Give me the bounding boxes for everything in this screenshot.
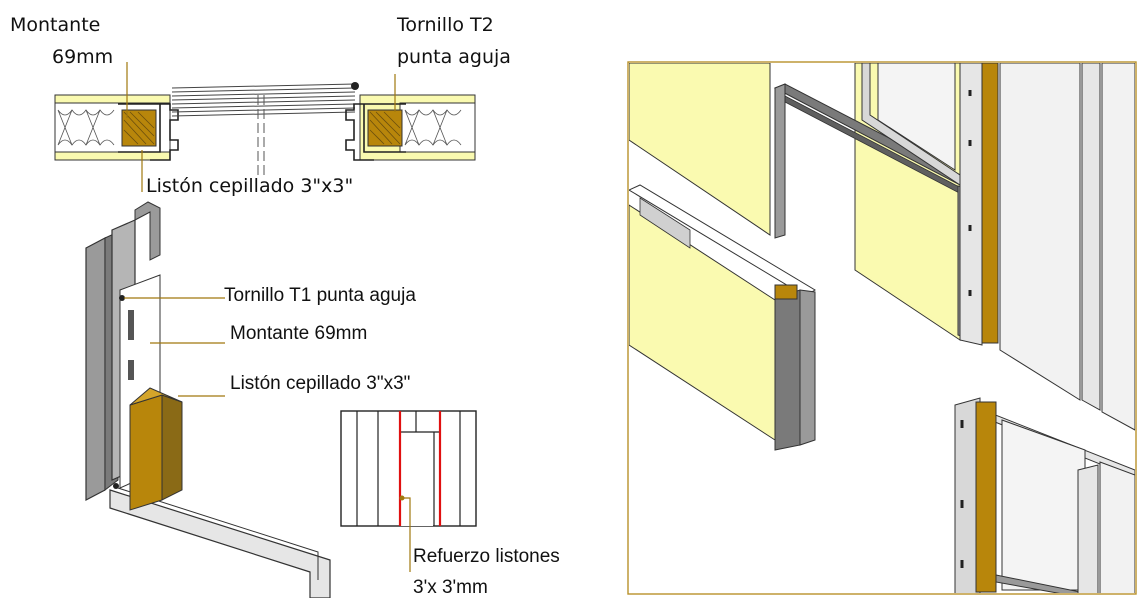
left-insulation-pattern: [57, 109, 115, 146]
wood-block-side: [161, 394, 183, 501]
bottom-track: [109, 489, 331, 598]
right-panel-1: [999, 63, 1081, 401]
screw-t1: [119, 295, 125, 301]
screw-bottom: [113, 483, 119, 489]
corner-glass-pane: [1001, 419, 1086, 591]
door-leaf-break-lines: [257, 95, 265, 175]
iso-stud-detail: [85, 201, 331, 598]
corner-steel-stud: [954, 397, 981, 593]
label-liston-top: Listón cepillado 3"x3": [146, 175, 353, 197]
label-refuerzo-line2: 3'x 3'mm: [413, 577, 488, 598]
glass-door-pane: [877, 63, 956, 171]
right-panel-2: [1101, 63, 1135, 431]
leader-refuerzo: [402, 497, 411, 572]
right-insulation-pattern: [404, 109, 462, 146]
label-refuerzo-line1: Refuerzo listones: [413, 546, 560, 567]
plan-section-drawing: [54, 62, 476, 192]
elevation-opening-blank: [401, 433, 433, 526]
stud-slot-2: [128, 360, 134, 380]
wood-block-front: [129, 394, 163, 511]
label-montante-line1: Montante: [10, 14, 100, 36]
glass-door-frame: [861, 63, 961, 186]
outer-steel-stud: [85, 237, 106, 501]
label-tornillo-t1: Tornillo T1 punta aguja: [224, 285, 416, 306]
lower-stud-edge: [774, 289, 801, 451]
right-wall-insulation: [399, 102, 476, 153]
door-hinge-dot: [351, 82, 359, 90]
lower-left-stud: [639, 197, 691, 249]
corner-right-panel: [1099, 461, 1135, 593]
upper-gypsum-wall: [629, 63, 771, 236]
corner-right-post: [1077, 464, 1099, 593]
bottom-track-lip: [117, 487, 319, 580]
corner-wood-block: [975, 401, 997, 593]
lower-left-panel-top: [629, 184, 816, 297]
right-stud-wood-grain: [369, 111, 401, 145]
wood-block-top: [129, 387, 183, 406]
reinforcement-elevation: [340, 410, 477, 572]
right-stud-steel: [345, 103, 406, 161]
label-liston-iso: Listón cepillado 3"x3": [230, 373, 410, 394]
left-jamb: [774, 83, 786, 239]
stud-top-flange: [134, 201, 161, 261]
jamb-wood-block: [981, 63, 999, 344]
perspective-panel: [627, 61, 1137, 595]
jamb-steel-stud: [959, 63, 983, 346]
label-montante-line2: 69mm: [52, 46, 113, 68]
lower-wood-block: [774, 284, 798, 300]
right-post: [1081, 63, 1101, 411]
label-tornillo-t2-line1: Tornillo T2: [396, 14, 494, 36]
left-stud-steel: [118, 103, 179, 161]
lower-stud-face: [799, 289, 816, 446]
label-tornillo-t2-line2: punta aguja: [397, 46, 511, 68]
corner-bottom-track: [995, 574, 1088, 593]
left-stud-wood-grain: [123, 111, 155, 145]
stud-slot: [128, 310, 134, 340]
label-montante-iso: Montante 69mm: [230, 323, 367, 344]
